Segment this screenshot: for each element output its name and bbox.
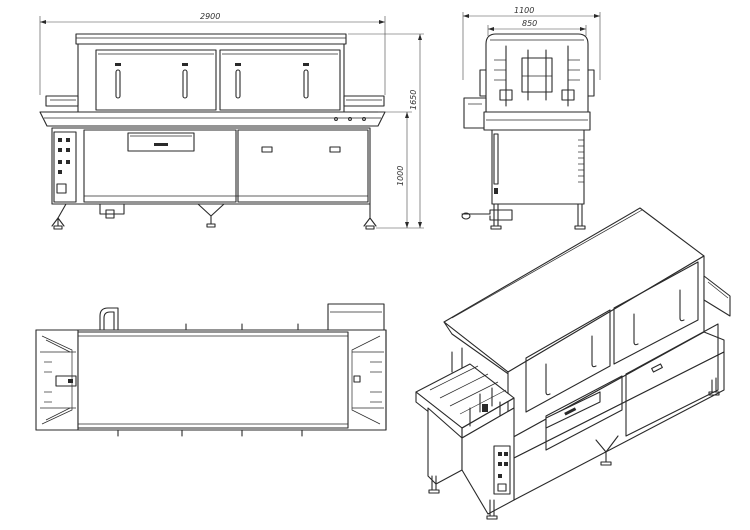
side-handle-left bbox=[479, 69, 487, 97]
side-view: 1100 850 bbox=[461, 6, 601, 230]
dimension-label-1100: 1100 bbox=[514, 6, 534, 15]
iso-legs bbox=[428, 377, 720, 520]
side-table bbox=[483, 111, 591, 131]
door-handle bbox=[115, 69, 121, 99]
loading-table-left bbox=[45, 95, 79, 107]
top-control-box bbox=[55, 375, 77, 387]
side-motor-box bbox=[463, 97, 487, 129]
front-legs bbox=[51, 203, 377, 230]
iso-door-right bbox=[613, 261, 699, 365]
iso-loading-right bbox=[703, 275, 731, 317]
drain-pipe bbox=[99, 203, 125, 215]
side-cabinet bbox=[491, 129, 585, 205]
top-motor-unit bbox=[327, 303, 385, 331]
door-left bbox=[95, 49, 217, 111]
iso-door-left bbox=[525, 309, 611, 413]
cabinet bbox=[51, 127, 371, 205]
side-vent bbox=[578, 139, 584, 183]
cabinet-door-left bbox=[83, 129, 237, 203]
top-pipe bbox=[99, 307, 119, 331]
control-panel bbox=[53, 131, 77, 203]
hood-body bbox=[77, 43, 345, 113]
door-right bbox=[219, 49, 341, 111]
dimension-label-2900: 2900 bbox=[200, 12, 220, 21]
hood-top bbox=[75, 33, 347, 45]
loading-table-right bbox=[343, 95, 385, 107]
dimension-label-1000: 1000 bbox=[396, 166, 405, 186]
cabinet-door-right bbox=[237, 129, 369, 203]
side-handle-right bbox=[587, 69, 595, 97]
table-frame bbox=[39, 111, 386, 127]
side-rack bbox=[494, 45, 580, 107]
top-hood bbox=[77, 331, 349, 429]
side-drain bbox=[461, 209, 513, 221]
iso-side-panel bbox=[427, 407, 463, 485]
isometric-view bbox=[415, 207, 731, 520]
door-handle bbox=[182, 69, 188, 99]
dimension-heights: 1650 1000 bbox=[348, 33, 424, 229]
top-view bbox=[35, 303, 387, 437]
iso-control-panel bbox=[493, 445, 511, 495]
door-handle bbox=[235, 69, 241, 99]
dimension-side-widths: 1100 850 bbox=[462, 6, 601, 80]
drawer bbox=[127, 132, 195, 152]
door-handle bbox=[303, 69, 309, 99]
dimension-front-length: 2900 bbox=[39, 12, 386, 95]
dimension-label-1650: 1650 bbox=[409, 90, 418, 110]
front-view: 2900 bbox=[39, 12, 424, 230]
top-studs bbox=[117, 323, 303, 437]
dimension-label-850: 850 bbox=[522, 19, 537, 28]
iso-cabinet-door bbox=[625, 323, 719, 437]
